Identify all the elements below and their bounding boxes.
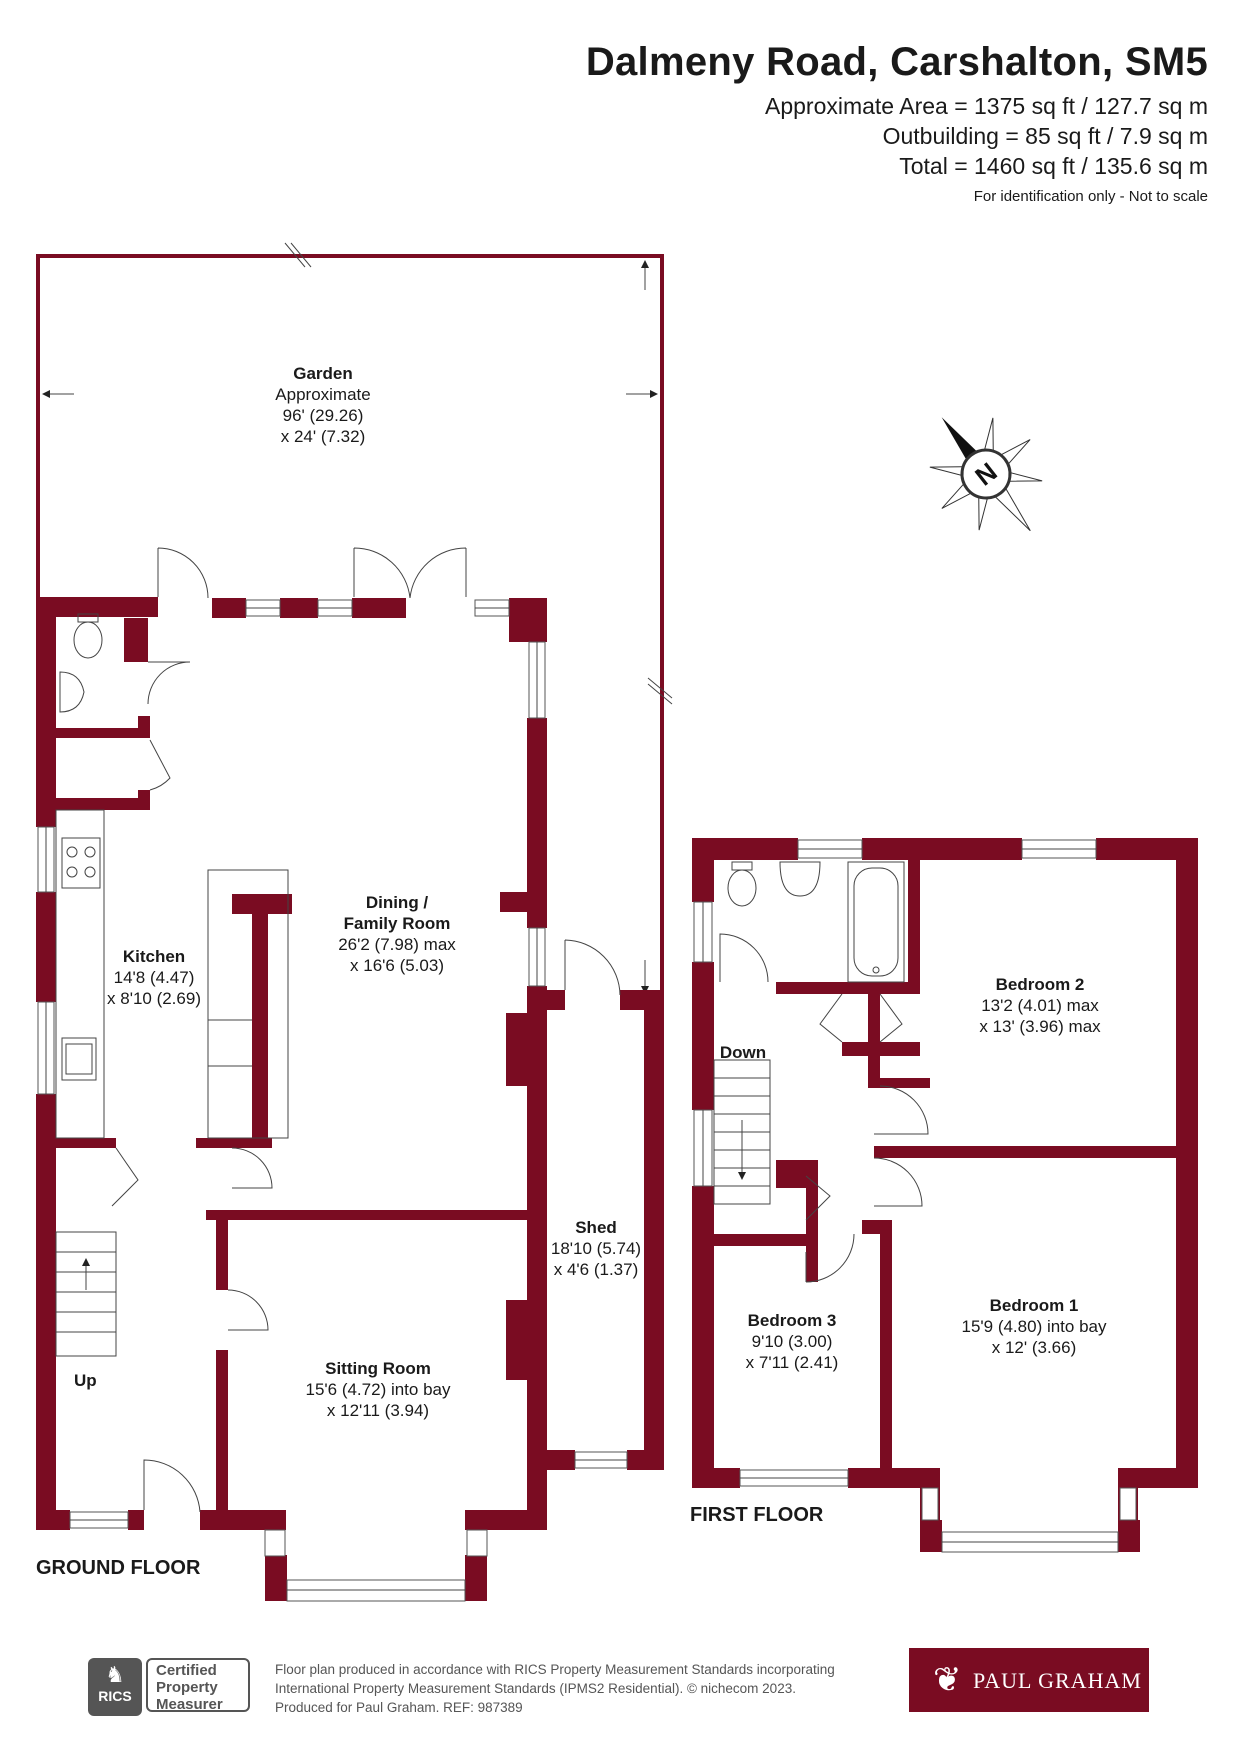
sitting-room-dim1: 15'6 (4.72) into bay [305,1380,451,1399]
kitchen-dim1: 14'8 (4.47) [114,968,195,987]
bedroom1-dim1: 15'9 (4.80) into bay [961,1317,1107,1336]
dining-name-1: Dining / [366,893,429,912]
shed-dim1: 18'10 (5.74) [551,1239,641,1258]
bedroom3-dim1: 9'10 (3.00) [752,1332,833,1351]
bedroom1-name: Bedroom 1 [990,1296,1079,1315]
garden-approx: Approximate [275,385,370,404]
certified-measurer-box: Certified Property Measurer [146,1658,250,1713]
kitchen-name: Kitchen [123,947,185,966]
bedroom3-dim2: x 7'11 (2.41) [746,1353,839,1372]
outbuilding-area: Outbuilding = 85 sq ft / 7.9 sq m [882,123,1208,149]
footer-line-3: Produced for Paul Graham. REF: 987389 [275,1700,523,1715]
dining-name-2: Family Room [344,914,451,933]
bathroom-fixtures [727,861,905,983]
sitting-room-name: Sitting Room [325,1359,431,1378]
dining-dim2: x 16'6 (5.03) [350,956,444,975]
stairs-up-label: Up [74,1371,97,1390]
total-area: Total = 1460 sq ft / 135.6 sq m [899,153,1208,179]
rics-logo: ♞RICS Certified Property Measurer [88,1658,263,1716]
maple-leaf-icon: ❦ [933,1661,962,1699]
property-title: Dalmeny Road, Carshalton, SM5 [585,40,1208,84]
garden-name: Garden [293,364,353,383]
first-floor-plan: Down Bedroom 2 13'2 (4.01) max x 13' (3.… [690,838,1198,1553]
wc-fixtures [59,613,103,713]
kitchen-fixtures [55,809,289,1139]
sitting-room-dim2: x 12'11 (3.94) [327,1401,429,1420]
bedroom2-name: Bedroom 2 [996,975,1085,994]
ground-floor-plan: Garden Approximate 96' (29.26) x 24' (7.… [36,242,673,1602]
ground-windows [37,599,546,1529]
first-floor-label: FIRST FLOOR [690,1504,824,1526]
agent-logo: ❦ PAUL GRAHAM [909,1648,1149,1712]
garden-dim2: x 24' (7.32) [281,427,366,446]
dining-dim1: 26'2 (7.98) max [338,935,456,954]
house-walls [36,597,664,1602]
first-floor-windows [693,839,1097,1487]
footer-line-2: International Property Measurement Stand… [275,1681,796,1696]
bedroom2-dim1: 13'2 (4.01) max [981,996,1099,1015]
ground-interior-walls [56,618,528,1530]
agent-name: PAUL GRAHAM [973,1668,1142,1693]
bedroom3-name: Bedroom 3 [748,1311,837,1330]
compass-rose-icon: N [929,417,1043,532]
lion-icon: ♞ [105,1662,125,1687]
footer-text: Floor plan produced in accordance with R… [275,1660,915,1717]
scale-note: For identification only - Not to scale [973,188,1208,205]
footer-line-1: Floor plan produced in accordance with R… [275,1662,835,1677]
rics-badge: ♞RICS [88,1658,142,1716]
first-floor-stairs [713,1059,771,1205]
shed-dim2: x 4'6 (1.37) [554,1260,639,1279]
stairs-down-label: Down [720,1043,766,1062]
kitchen-dim2: x 8'10 (2.69) [107,989,201,1008]
ground-floor-label: GROUND FLOOR [36,1557,201,1579]
garden-dim1: 96' (29.26) [283,406,364,425]
first-floor-doors [719,933,929,1283]
approximate-area: Approximate Area = 1375 sq ft / 127.7 sq… [764,93,1208,119]
garden-boundary [36,242,673,999]
first-floor-walls [692,838,1198,1553]
bedroom1-dim2: x 12' (3.66) [992,1338,1077,1357]
ground-stairs [55,1231,117,1357]
shed-name: Shed [575,1218,617,1237]
bedroom2-dim2: x 13' (3.96) max [979,1017,1101,1036]
ground-doors [111,547,621,1513]
